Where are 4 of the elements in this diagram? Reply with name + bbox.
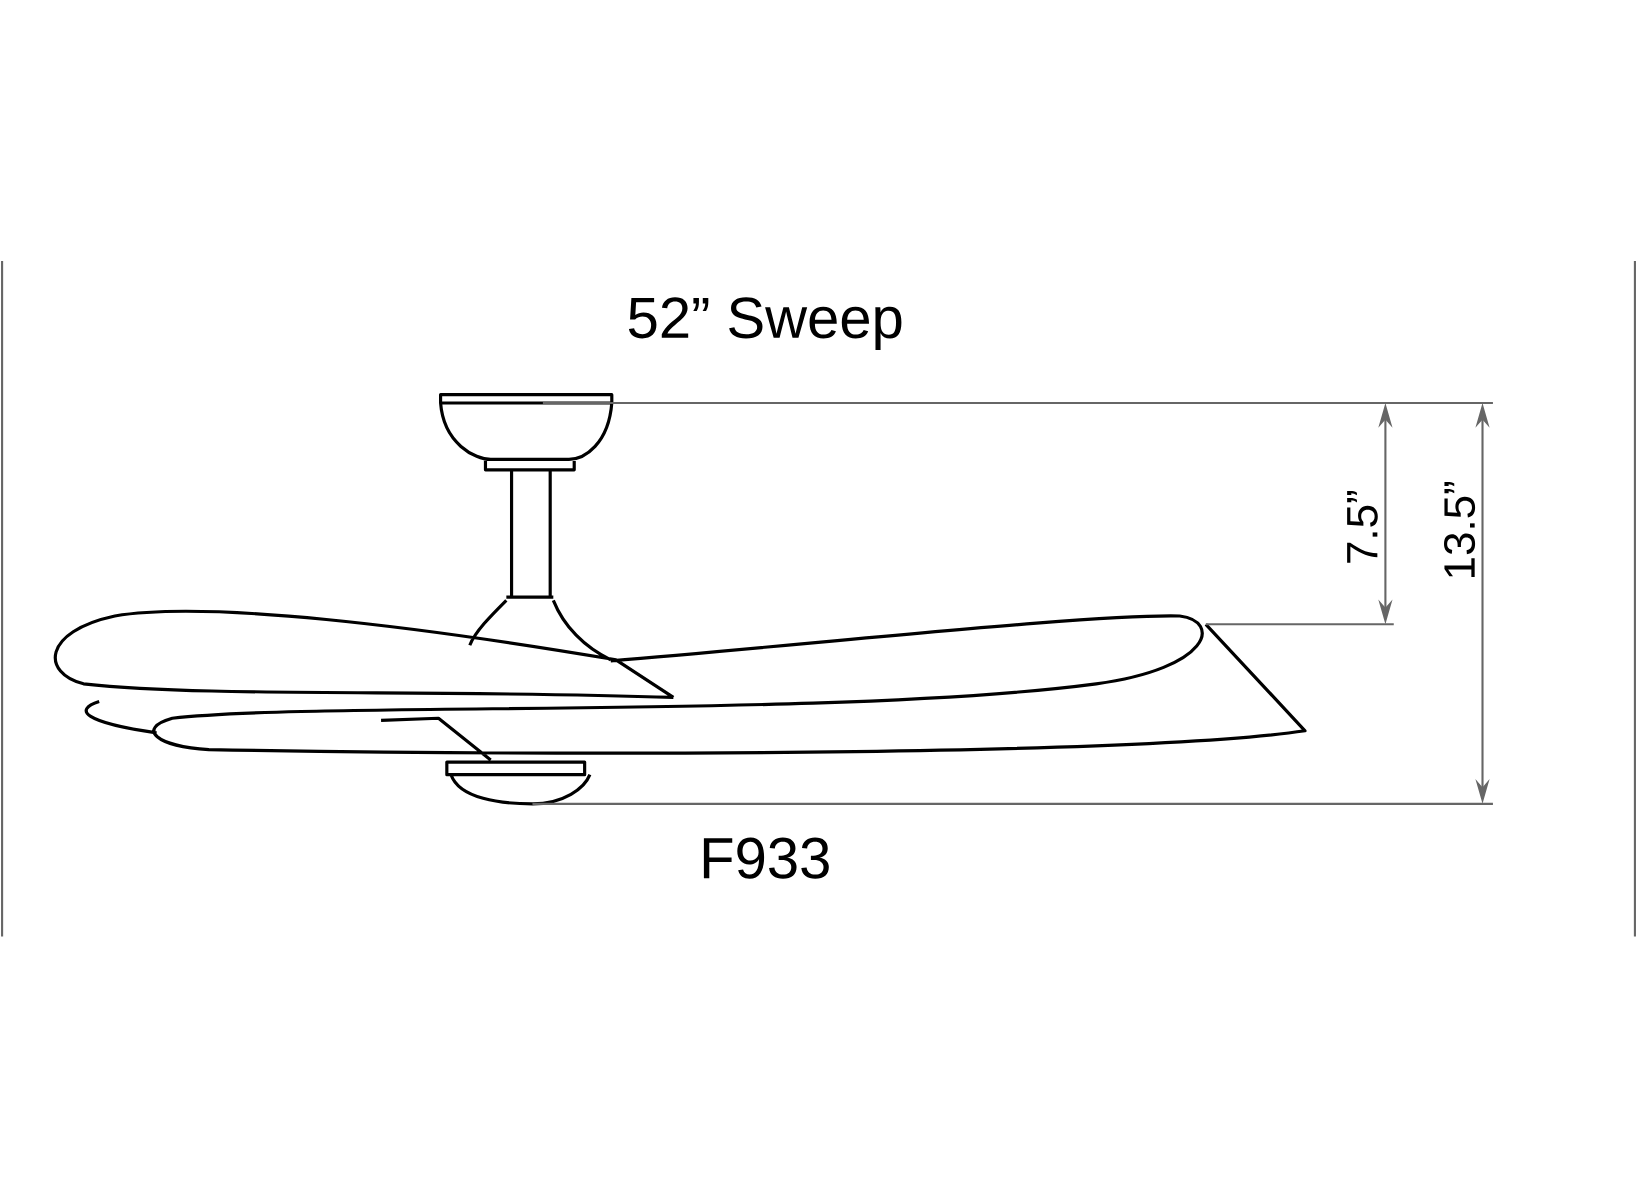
caption-text: F933	[703, 837, 829, 879]
caption-text: 52” Sweep	[628, 297, 902, 350]
dimension-label: 7.5”	[1347, 491, 1378, 563]
dimension-label: 13.5”	[1444, 481, 1476, 578]
